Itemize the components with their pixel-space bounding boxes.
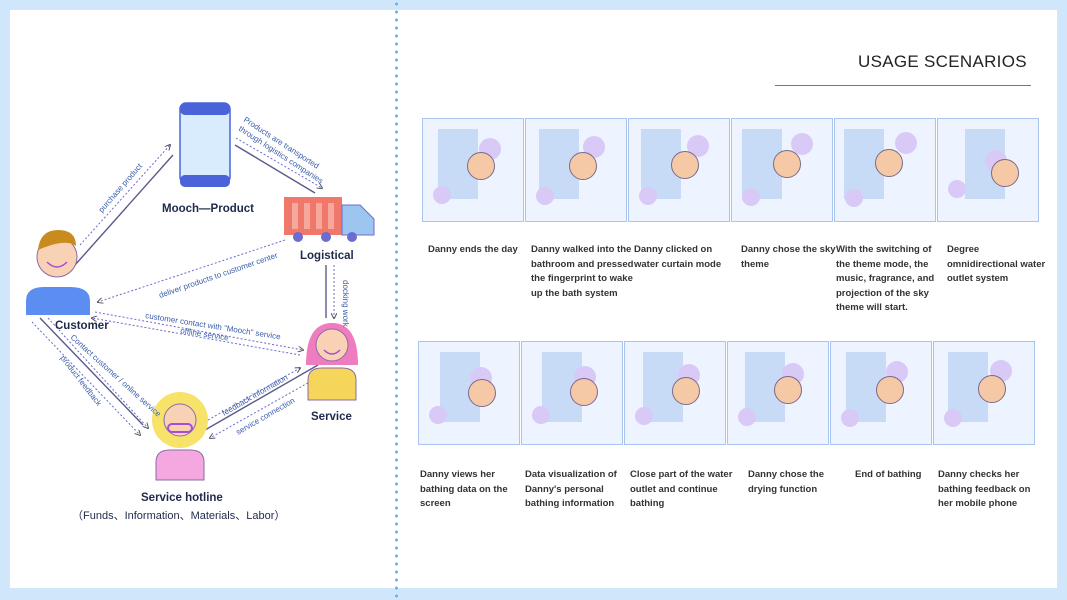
node-logistical: Logistical xyxy=(300,250,354,262)
storyboard-panel xyxy=(422,118,524,222)
divider xyxy=(395,0,398,600)
edge-label-purchase: purchase product xyxy=(97,161,145,214)
node-product: Mooch—Product xyxy=(162,203,254,215)
hotline-avatar xyxy=(152,392,208,481)
scenario-caption: Danny checks her bathing feedback on her… xyxy=(938,469,1031,509)
mooch-product-icon xyxy=(179,102,231,187)
storyboard-panel xyxy=(937,118,1039,222)
storyboard-panel xyxy=(727,341,829,445)
page-title: USAGE SCENARIOS xyxy=(858,52,1027,71)
storyboard-panel xyxy=(834,118,936,222)
storyboard-panel xyxy=(933,341,1035,445)
scenario-caption: Close part of the water outlet and conti… xyxy=(630,469,733,509)
scenario-caption: Danny chose the sky theme xyxy=(741,244,836,270)
storyboard-panel xyxy=(521,341,623,445)
storyboard-panel xyxy=(525,118,627,222)
scenario-caption: Degree omnidirectional water outlet syst… xyxy=(947,244,1046,284)
service-flow-diagram: Mooch—Product Logistical Customer Servic… xyxy=(26,102,375,522)
scenario-caption: Data visualization of Danny's personal b… xyxy=(525,469,617,509)
service-avatar xyxy=(306,323,358,401)
scenario-caption: Danny clicked on water curtain mode xyxy=(634,244,722,270)
customer-avatar xyxy=(26,230,90,315)
storyboard-panel xyxy=(418,341,520,445)
scenario-caption: End of bathing xyxy=(855,469,922,480)
storyboard-panel xyxy=(624,341,726,445)
node-customer: Customer xyxy=(55,320,109,332)
scenario-caption: Danny views her bathing data on the scre… xyxy=(420,469,508,509)
node-service: Service xyxy=(311,411,352,423)
node-hotline-sub: （Funds、Information、Materials、Labor） xyxy=(72,509,285,522)
truck-icon xyxy=(284,197,375,242)
storyboard-panel xyxy=(731,118,833,222)
scenario-caption: Danny chose the drying function xyxy=(748,469,825,495)
edge-label-deliver: deliver products to customer center xyxy=(158,251,279,300)
edge-label-transport1: Products are transported xyxy=(242,115,321,171)
scenario-caption: With the switching of the theme mode, th… xyxy=(836,244,935,313)
storyboard-panel xyxy=(830,341,932,445)
scenario-caption: Danny walked into the bathroom and press… xyxy=(531,244,634,299)
storyboard-panel xyxy=(628,118,730,222)
title-underline xyxy=(775,85,1031,86)
node-hotline: Service hotline xyxy=(141,492,223,504)
scenario-caption: Danny ends the day xyxy=(428,244,518,255)
edge-label-docking: docking work xyxy=(341,280,350,328)
